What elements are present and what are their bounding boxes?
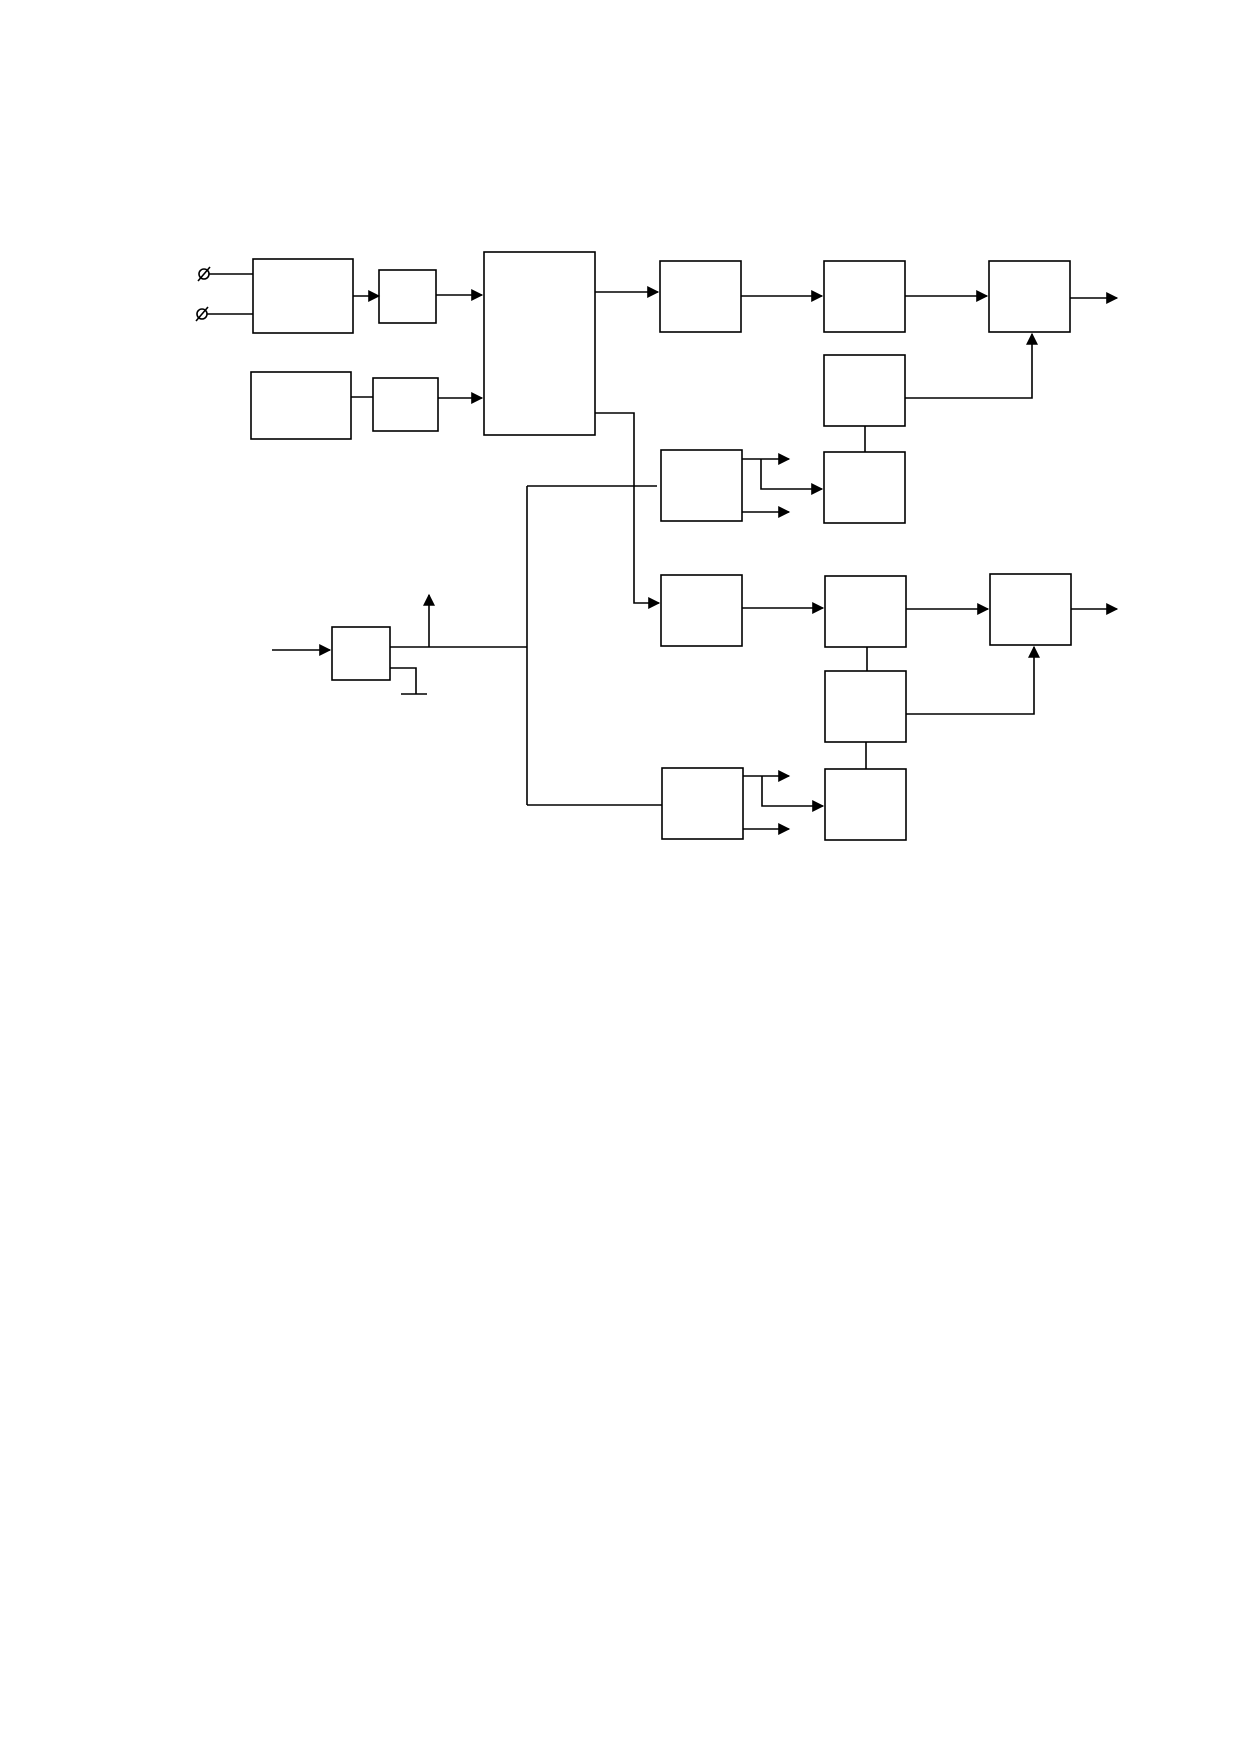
ground-line (390, 667, 417, 694)
block-r6c2 (824, 768, 907, 841)
block-r5c2 (824, 670, 907, 743)
arrow-r2c2-to-r1c3 (905, 332, 1038, 399)
arrow-r5c2-to-r4c3 (906, 645, 1040, 715)
input-terminal-1 (197, 266, 253, 282)
block-r4c2 (824, 575, 907, 648)
block-r3c1 (660, 449, 743, 522)
block-regulator (331, 626, 391, 681)
arrow-r3c1-to-r3c2 (760, 459, 824, 495)
block-source (250, 371, 352, 440)
block-central (483, 251, 596, 436)
block-r4c3 (989, 573, 1072, 646)
block-r1c3 (988, 260, 1071, 333)
block-r2c2 (823, 354, 906, 427)
block-b (372, 377, 439, 432)
arrow-central-to-r4c1 (595, 412, 661, 609)
block-a (378, 269, 437, 324)
block-input (252, 258, 354, 334)
block-r1c2 (823, 260, 906, 333)
block-r3c2 (823, 451, 906, 524)
block-r1c1 (659, 260, 742, 333)
arrow-r6c1-to-r6c2 (761, 776, 825, 812)
block-r6c1 (661, 767, 744, 840)
block-r4c1 (660, 574, 743, 647)
input-terminal-2 (195, 306, 253, 322)
